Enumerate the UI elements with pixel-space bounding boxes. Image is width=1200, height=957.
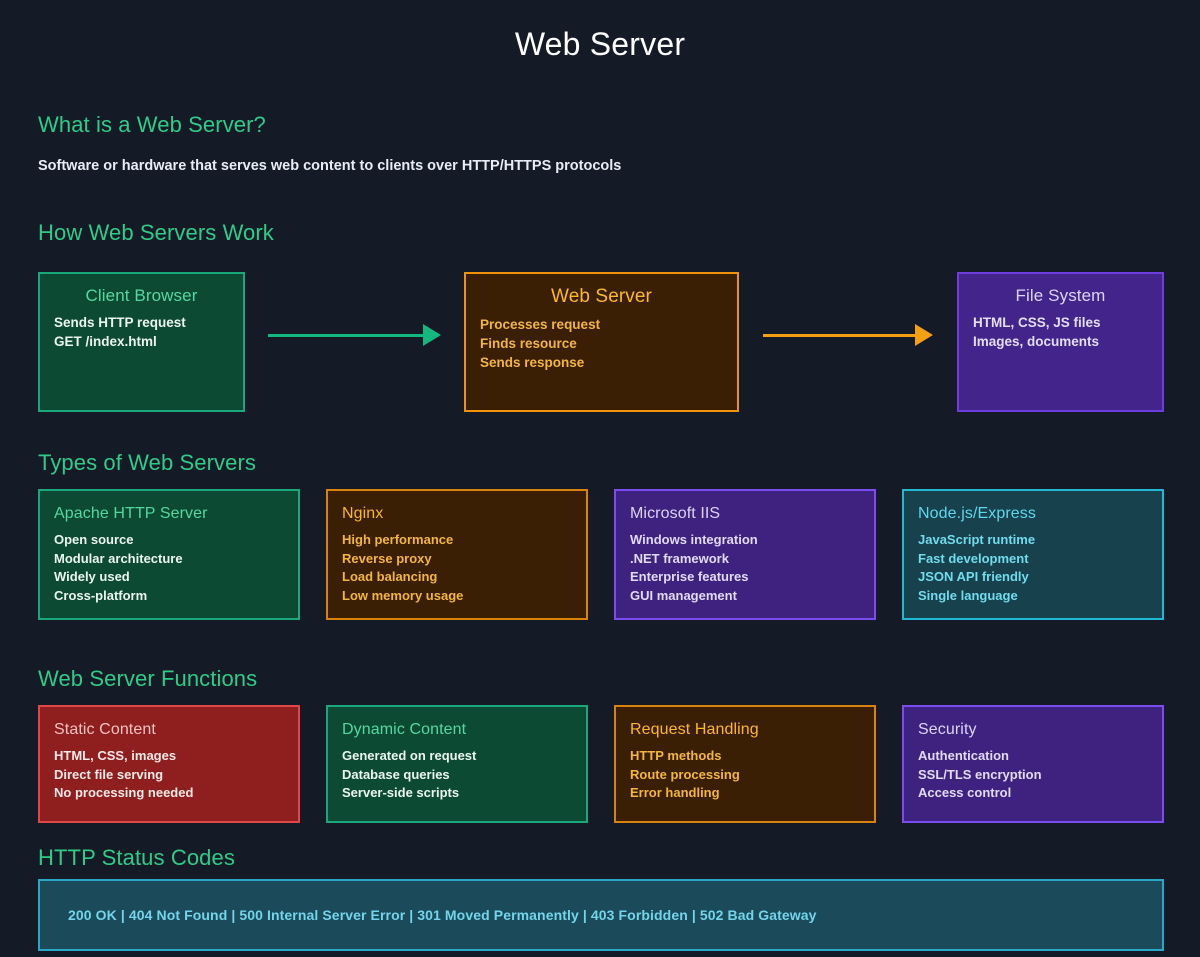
card-line: Access control: [918, 785, 1012, 800]
card-title: Static Content: [54, 721, 156, 738]
card-line: JSON API friendly: [918, 569, 1029, 584]
arrow-right-icon: [268, 324, 441, 346]
functions-card-grid: Static Content HTML, CSS, images Direct …: [38, 705, 1164, 823]
arrow-head: [423, 324, 441, 346]
function-card-request-handling: Request Handling HTTP methods Route proc…: [614, 705, 876, 823]
card-line: High performance: [342, 532, 454, 547]
card-line: Direct file serving: [54, 766, 164, 782]
arrow-shaft: [268, 333, 423, 337]
flow-box-file-system: File System HTML, CSS, JS files Images, …: [957, 272, 1164, 412]
card-line: GUI management: [630, 587, 737, 603]
card-line: Modular architecture: [54, 550, 183, 566]
flow-box-client-browser: Client Browser Sends HTTP request GET /i…: [38, 272, 245, 412]
page-title: Web Server: [514, 26, 686, 62]
card-line: Low memory usage: [342, 587, 464, 603]
card-title: Nginx: [342, 505, 384, 522]
flow-diagram: Client Browser Sends HTTP request GET /i…: [38, 272, 1164, 412]
type-card-nodejs-express: Node.js/Express JavaScript runtime Fast …: [902, 489, 1164, 620]
section-heading-functions: Web Server Functions: [38, 666, 258, 691]
card-line: HTTP methods: [630, 748, 722, 763]
type-card-nginx: Nginx High performance Reverse proxy Loa…: [326, 489, 588, 620]
function-card-static-content: Static Content HTML, CSS, images Direct …: [38, 705, 300, 823]
function-card-security: Security Authentication SSL/TLS encrypti…: [902, 705, 1164, 823]
card-line: Fast development: [918, 550, 1029, 566]
status-codes-panel: 200 OK | 404 Not Found | 500 Internal Se…: [38, 879, 1164, 951]
card-title: Security: [918, 721, 977, 738]
flow-box-line: Finds resource: [480, 336, 577, 351]
card-title: Microsoft IIS: [630, 505, 721, 522]
card-line: Single language: [918, 587, 1018, 603]
card-line: Widely used: [54, 569, 130, 584]
flow-box-line: Sends HTTP request: [54, 315, 186, 330]
card-line: Generated on request: [342, 748, 477, 763]
card-line: Enterprise features: [630, 569, 749, 584]
card-line: Windows integration: [630, 532, 758, 547]
flow-box-line: Processes request: [480, 317, 601, 332]
card-line: Open source: [54, 532, 134, 547]
arrow-shaft: [763, 333, 915, 337]
card-line: HTML, CSS, images: [54, 748, 177, 763]
section-heading-how-it-works: How Web Servers Work: [38, 220, 274, 245]
card-title: Apache HTTP Server: [54, 505, 208, 522]
card-line: SSL/TLS encryption: [918, 766, 1042, 782]
flow-box-line: Sends response: [480, 355, 585, 370]
card-line: No processing needed: [54, 785, 194, 800]
flow-box-line: Images, documents: [973, 334, 1100, 349]
card-line: JavaScript runtime: [918, 532, 1036, 547]
flow-box-title: File System: [1015, 286, 1106, 305]
card-title: Node.js/Express: [918, 505, 1036, 522]
status-codes-text: 200 OK | 404 Not Found | 500 Internal Se…: [68, 907, 817, 923]
type-card-microsoft-iis: Microsoft IIS Windows integration .NET f…: [614, 489, 876, 620]
flow-box-web-server: Web Server Processes request Finds resou…: [464, 272, 739, 412]
type-card-apache: Apache HTTP Server Open source Modular a…: [38, 489, 300, 620]
section-heading-status-codes: HTTP Status Codes: [38, 845, 235, 870]
card-line: Database queries: [342, 766, 450, 782]
card-line: .NET framework: [630, 550, 729, 566]
arrow-right-icon: [763, 324, 933, 346]
intro-description: Software or hardware that serves web con…: [38, 158, 622, 174]
flow-box-title: Web Server: [551, 286, 652, 307]
flow-box-line: HTML, CSS, JS files: [973, 315, 1101, 330]
card-line: Cross-platform: [54, 587, 148, 603]
card-title: Dynamic Content: [342, 721, 467, 738]
flow-box-line: GET /index.html: [54, 334, 157, 349]
types-card-grid: Apache HTTP Server Open source Modular a…: [38, 489, 1164, 620]
flow-box-title: Client Browser: [85, 286, 198, 305]
card-title: Request Handling: [630, 721, 759, 738]
card-line: Reverse proxy: [342, 550, 432, 566]
section-heading-types: Types of Web Servers: [38, 450, 257, 475]
section-heading-what-is: What is a Web Server?: [38, 112, 266, 137]
card-line: Route processing: [630, 766, 740, 782]
function-card-dynamic-content: Dynamic Content Generated on request Dat…: [326, 705, 588, 823]
arrow-head: [915, 324, 933, 346]
card-line: Load balancing: [342, 569, 438, 584]
card-line: Error handling: [630, 785, 720, 800]
card-line: Authentication: [918, 748, 1009, 763]
card-line: Server-side scripts: [342, 785, 460, 800]
